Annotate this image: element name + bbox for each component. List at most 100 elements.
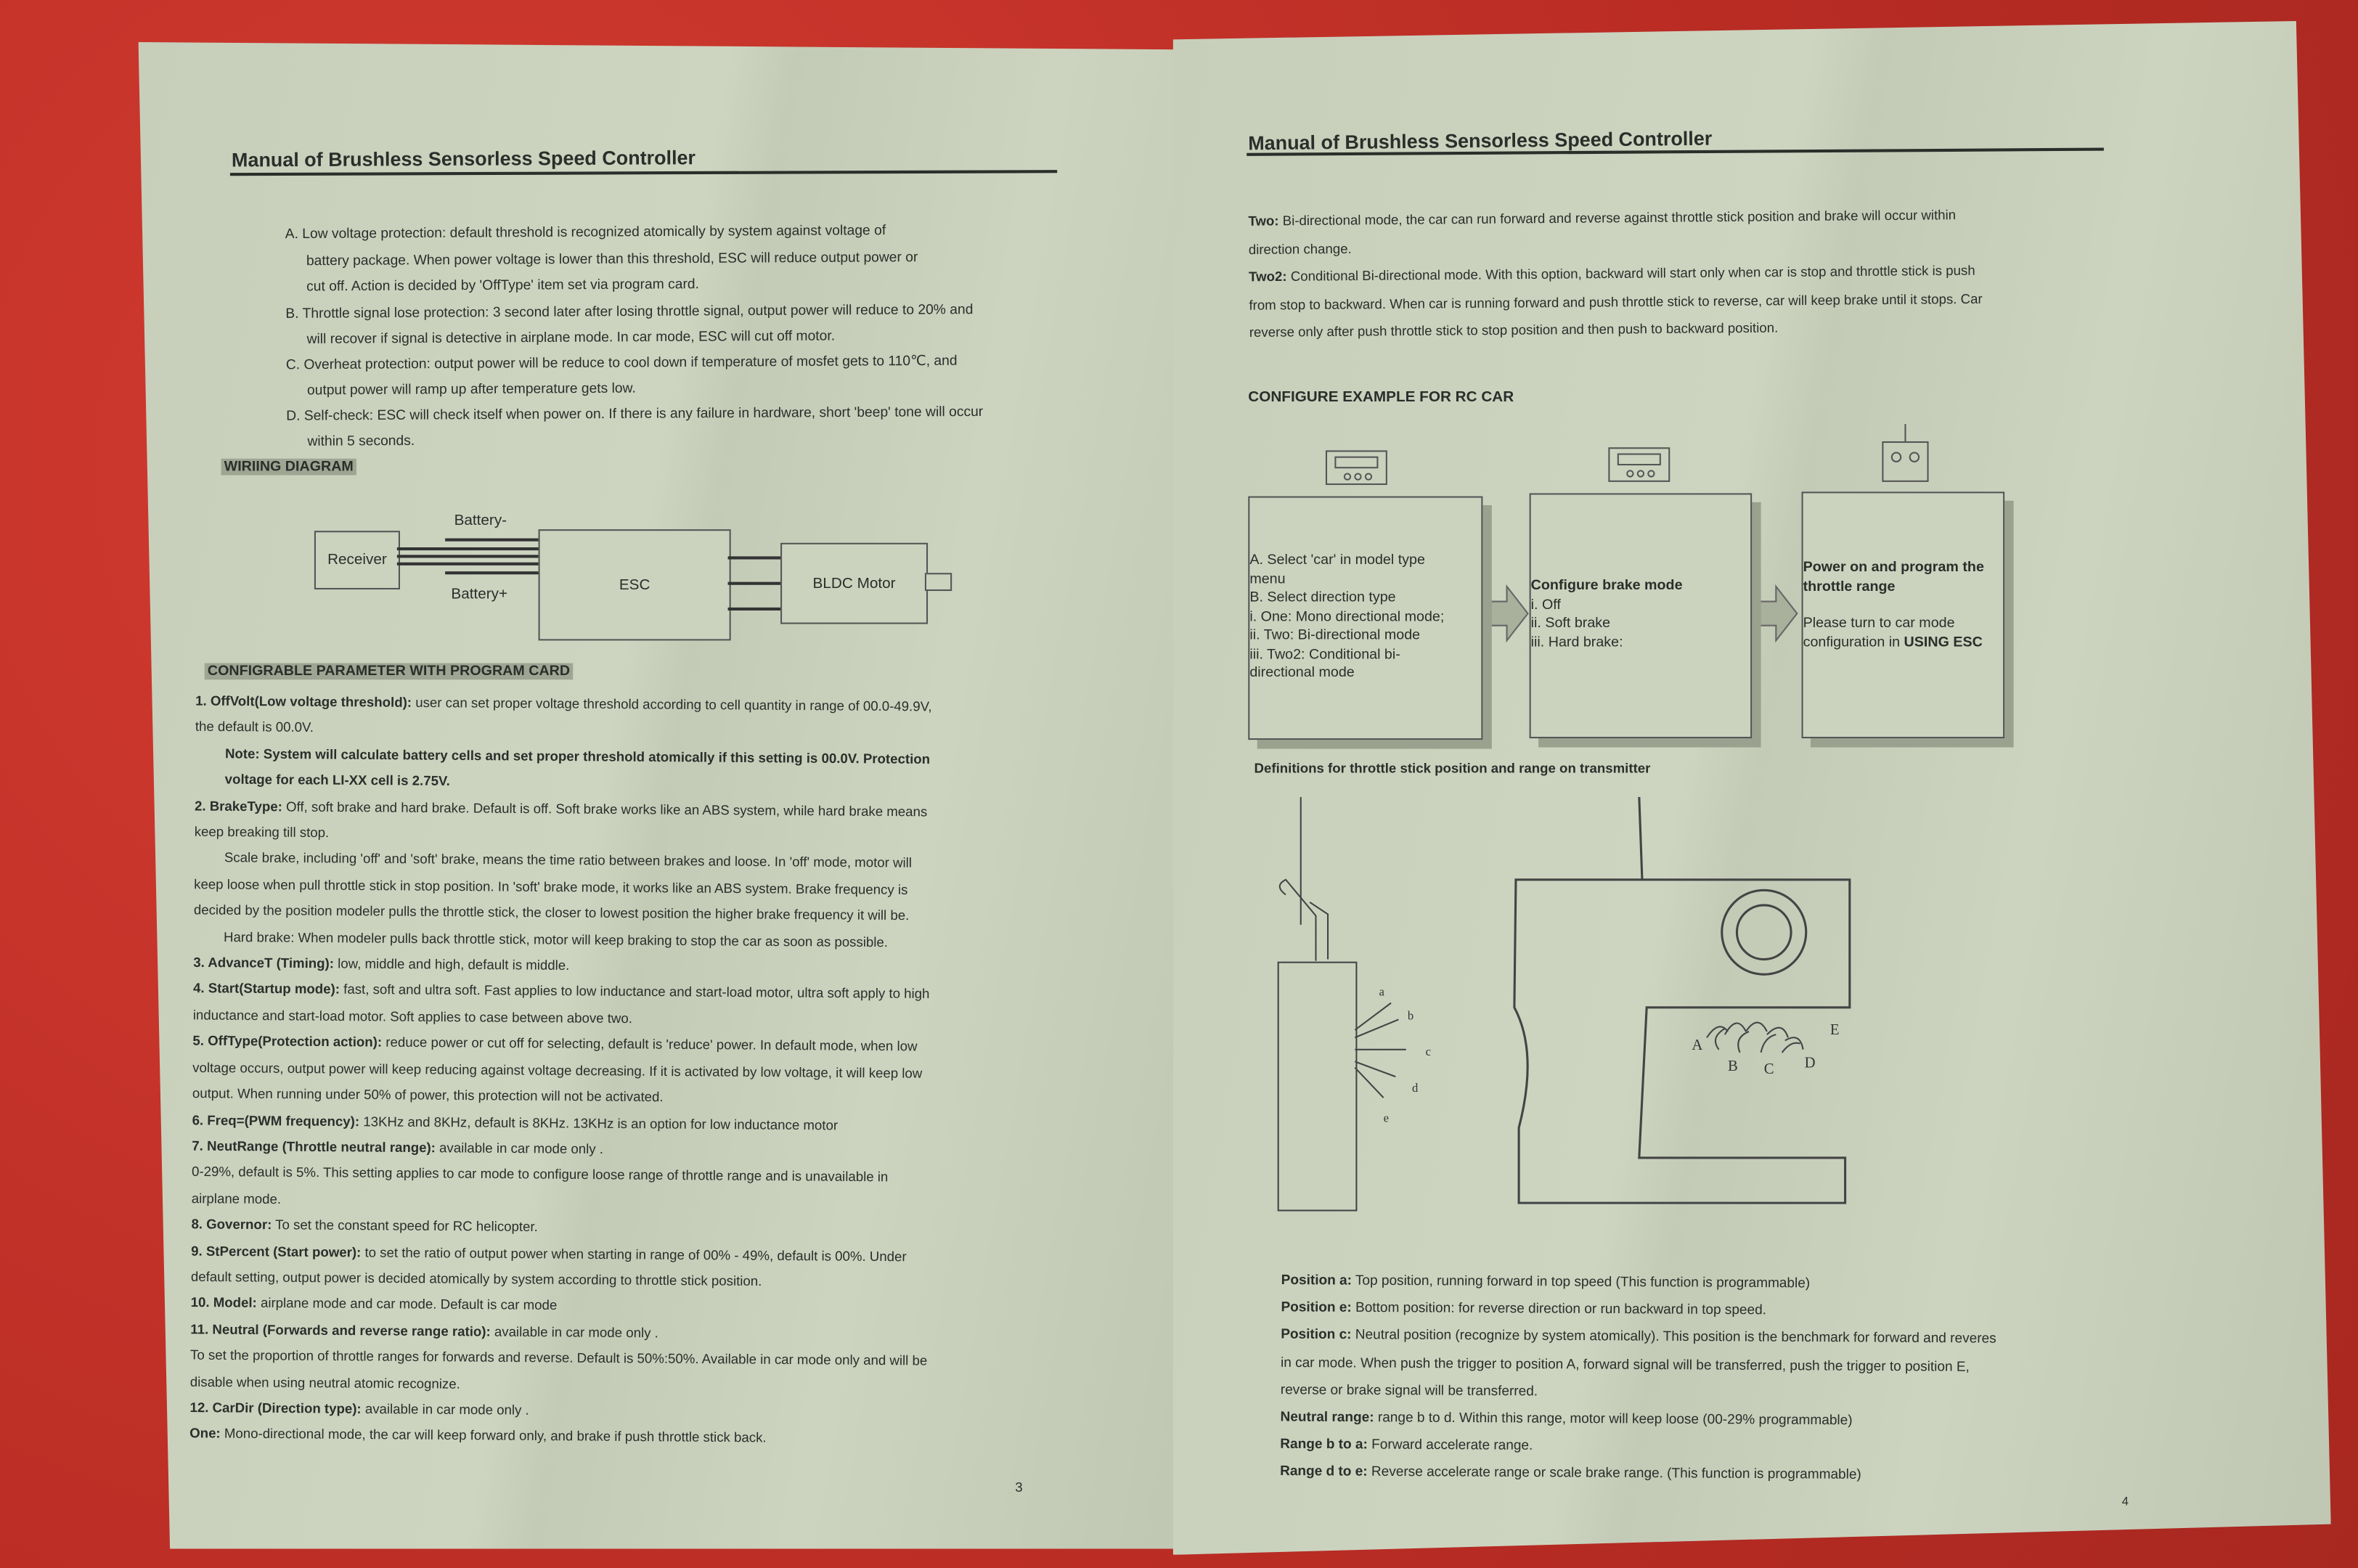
step-line: iii. Two2: Conditional bi- — [1249, 645, 1400, 663]
parameter-list: 1. OffVolt(Low voltage threshold): user … — [189, 689, 932, 1454]
definition-term: Position c: — [1281, 1326, 1352, 1343]
step-title: Configure brake mode — [1530, 577, 1683, 595]
mode-term: Two: — [1248, 213, 1279, 229]
page-number: 4 — [2121, 1494, 2129, 1508]
parameter-term: 11. Neutral (Forwards and reverse range … — [190, 1321, 491, 1339]
definition-line: Position c: Neutral position (recognize … — [1281, 1321, 1996, 1353]
definition-line: Range b to a: Forward accelerate range. — [1280, 1430, 1996, 1462]
definition-line: reverse or brake signal will be transfer… — [1280, 1381, 1538, 1399]
definitions-heading: Definitions for throttle stick position … — [1254, 761, 1651, 776]
parameter-item: Scale brake, including 'off' and 'soft' … — [194, 846, 931, 930]
step-line: i. One: Mono directional mode; — [1249, 608, 1445, 625]
program-card-icon — [1608, 447, 1670, 482]
page-number: 3 — [1015, 1479, 1023, 1495]
step-line: B. Select direction type — [1249, 589, 1396, 606]
step-line: directional mode — [1249, 664, 1355, 682]
parameter-text: fast, soft and ultra soft. Fast applies … — [339, 982, 930, 1003]
wire — [396, 562, 539, 565]
wire — [445, 538, 539, 542]
step-throttle-range: Power on and program the throttle range … — [1801, 491, 2005, 739]
protection-line: A. Low voltage protection: default thres… — [285, 222, 886, 242]
trigger-label-E: E — [1830, 1022, 1840, 1038]
parameter-term: 6. Freq=(PWM frequency): — [192, 1111, 360, 1129]
parameter-text: keep breaking till stop. — [194, 824, 330, 841]
definition-text: Neutral position (recognize by system at… — [1351, 1327, 1996, 1347]
motor-box: BLDC Motor — [780, 542, 929, 624]
parameter-text: the default is 00.0V. — [195, 719, 314, 735]
parameter-text: To set the constant speed for RC helicop… — [272, 1217, 538, 1235]
parameter-text: To set the proportion of throttle ranges… — [189, 1347, 928, 1368]
wire — [727, 607, 781, 611]
parameter-term: 7. NeutRange (Throttle neutral range): — [192, 1138, 436, 1156]
parameter-text: airplane mode and car mode. Default is c… — [256, 1295, 558, 1313]
definition-line: Position e: Bottom position: for reverse… — [1281, 1294, 1996, 1326]
protection-line: C. Overheat protection: output power wil… — [285, 352, 958, 372]
arrow-icon — [1485, 584, 1529, 643]
parameter-item: Note: System will calculate battery cell… — [195, 741, 932, 799]
mode-text: from stop to backward. When car is runni… — [1249, 290, 1983, 312]
configure-heading: CONFIGURE EXAMPLE FOR RC CAR — [1248, 389, 1514, 407]
wire — [396, 547, 539, 551]
stick-label-d: d — [1412, 1081, 1419, 1095]
stick-label-e: e — [1384, 1111, 1389, 1124]
stick-positions — [1354, 1002, 1406, 1098]
stick-label-c: c — [1426, 1045, 1431, 1058]
definition-text: Forward accelerate range. — [1367, 1437, 1533, 1453]
wire — [445, 571, 539, 575]
transmitter-icon — [1882, 424, 1929, 482]
wiring-heading: WIRIING DIAGRAM — [221, 458, 356, 475]
mode-text: direction change. — [1248, 240, 1352, 257]
definition-term: Range b to a: — [1280, 1436, 1368, 1453]
step-line: menu — [1249, 571, 1286, 587]
configure-flow-icons — [1325, 424, 1929, 643]
parameter-text: 13KHz and 8KHz, default is 8KHz. 13KHz i… — [359, 1113, 839, 1132]
parameter-term: 10. Model: — [190, 1295, 257, 1311]
parameter-term: One: — [189, 1426, 221, 1442]
step-line: A. Select 'car' in model type — [1249, 552, 1425, 568]
parameter-text: available in car mode only . — [435, 1140, 604, 1157]
params-heading: CONFIGRABLE PARAMETER WITH PROGRAM CARD — [204, 663, 574, 680]
parameter-text: 0-29%, default is 5%. This setting appli… — [191, 1164, 889, 1185]
parameter-item: 5. OffType(Protection action): reduce po… — [192, 1029, 930, 1113]
protection-line: battery package. When power voltage is l… — [306, 248, 918, 268]
wire — [727, 556, 781, 560]
parameter-text: airplane mode. — [191, 1190, 282, 1206]
parameter-text: Off, soft brake and hard brake. Default … — [282, 799, 928, 819]
protection-line: will recover if signal is detective in a… — [306, 327, 836, 346]
parameter-text: default setting, output power is decided… — [190, 1269, 762, 1289]
parameter-term: 8. Governor: — [191, 1216, 272, 1233]
parameter-term: 2. BrakeType: — [194, 798, 282, 814]
program-card-icon — [1325, 450, 1387, 486]
parameter-text: voltage for each LI-XX cell is 2.75V. — [224, 772, 450, 789]
parameter-text: decided by the position modeler pulls th… — [193, 902, 910, 923]
direction-modes: Two: Bi-directional mode, the car can ru… — [1248, 201, 1983, 346]
stick-label-b: b — [1408, 1008, 1413, 1022]
parameter-term: 5. OffType(Protection action): — [192, 1033, 383, 1050]
arrow-icon — [1754, 584, 1798, 643]
definition-term: Position e: — [1281, 1299, 1352, 1315]
parameter-text: output. When running under 50% of power,… — [192, 1085, 664, 1105]
parameter-text: available in car mode only . — [490, 1323, 658, 1340]
definition-line: in car mode. When push the trigger to po… — [1280, 1354, 1970, 1374]
stick-label-a: a — [1379, 984, 1384, 998]
mode-term: Two2: — [1249, 269, 1287, 285]
step-line: i. Off — [1530, 596, 1561, 613]
protection-line: D. Self-check: ESC will check itself whe… — [286, 403, 984, 422]
step-line: ii. Two: Bi-directional mode — [1249, 626, 1421, 644]
definition-term: Neutral range: — [1280, 1408, 1374, 1425]
left-page-header: Manual of Brushless Sensorless Speed Con… — [231, 146, 696, 171]
trigger-label-D: D — [1805, 1055, 1816, 1071]
definition-term: Position a: — [1281, 1272, 1353, 1288]
parameter-item: 1. OffVolt(Low voltage threshold): user … — [195, 689, 933, 747]
step-line: iii. Hard brake: — [1530, 634, 1623, 650]
protection-line: B. Throttle signal lose protection: 3 se… — [285, 301, 974, 321]
trigger-label-B: B — [1728, 1058, 1738, 1074]
parameter-text: to set the ratio of output power when st… — [361, 1244, 907, 1264]
trigger-fan — [1706, 1021, 1804, 1053]
definitions-list: Position a: Top position, running forwar… — [1280, 1266, 1996, 1490]
protection-list: A. Low voltage protection: default thres… — [285, 217, 984, 454]
esc-box: ESC — [538, 529, 731, 641]
left-page — [138, 41, 1191, 1549]
definition-line: Position a: Top position, running forwar… — [1281, 1266, 1997, 1298]
